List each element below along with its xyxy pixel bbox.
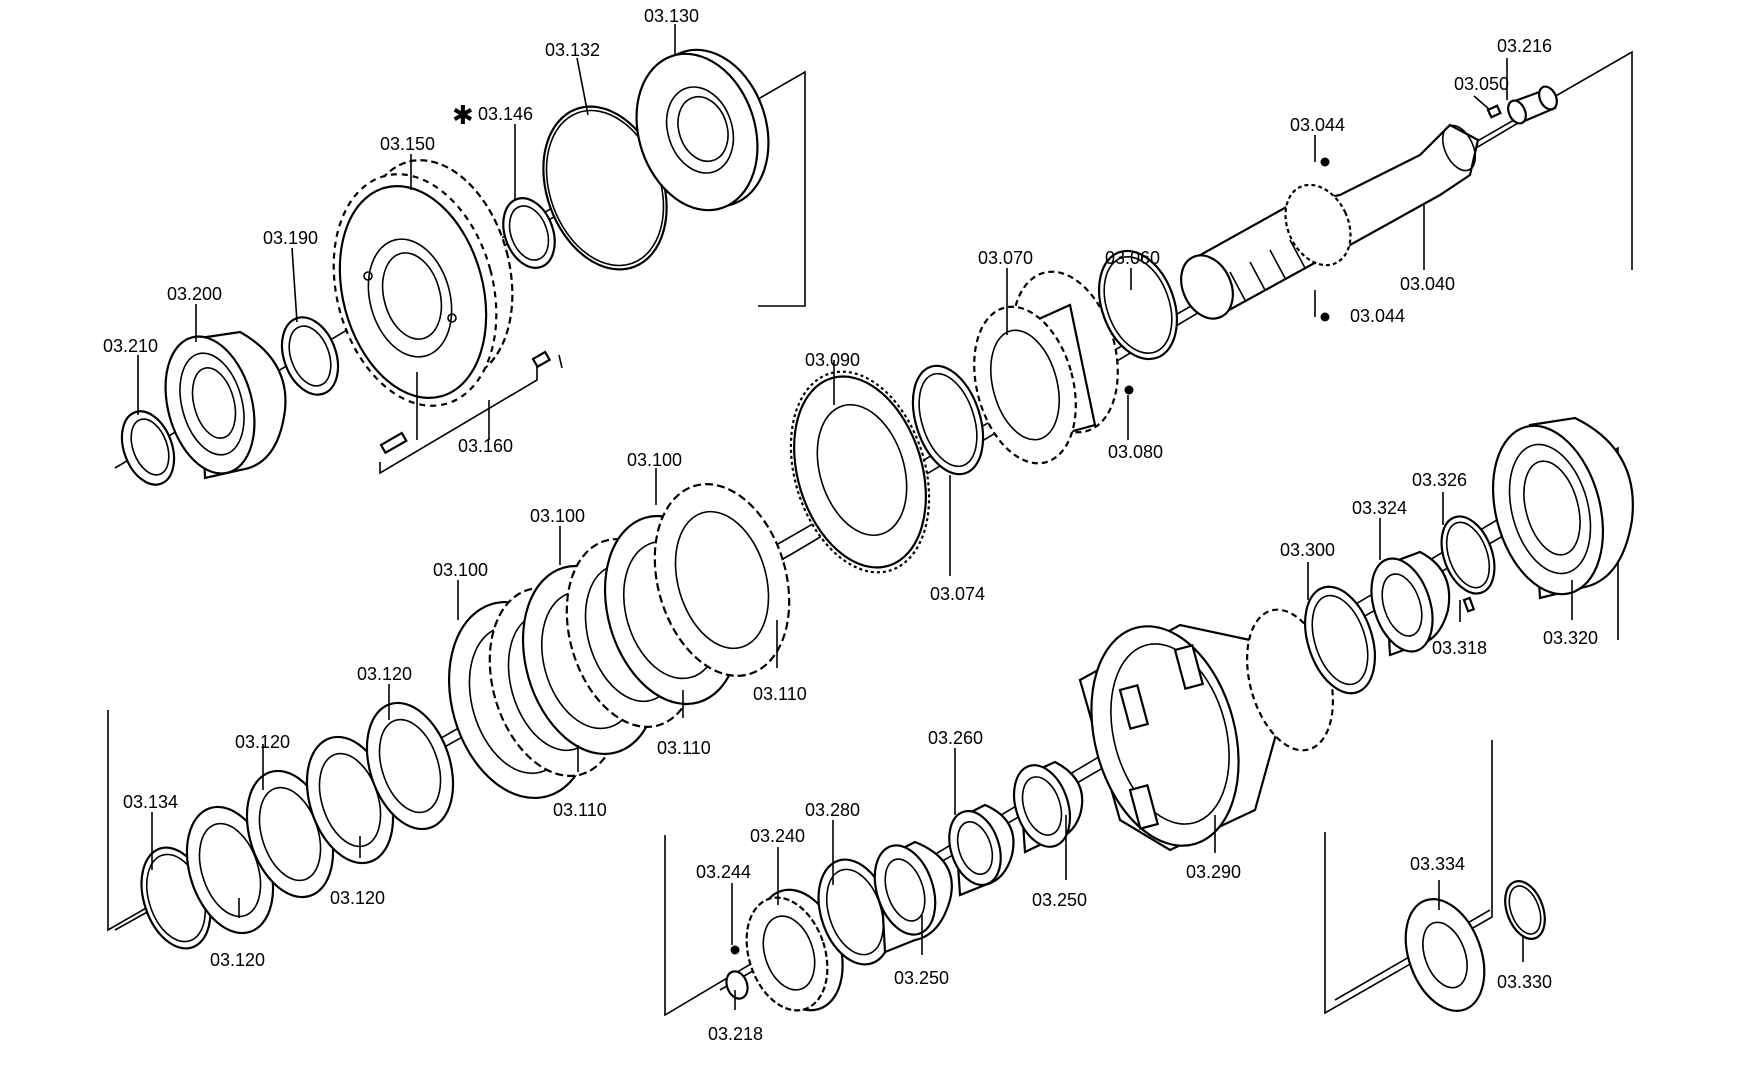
part-03-090-friction-disc [789,370,931,574]
label-03-120-a: 03.120 [357,664,412,684]
label-03-324: 03.324 [1352,498,1407,518]
label-03-080: 03.080 [1108,442,1163,462]
part-03-250-bushing-front [873,840,953,954]
part-03-120-ring-4 [365,701,455,831]
label-03-132: 03.132 [545,40,600,60]
label-03-240: 03.240 [750,826,805,846]
part-03-050-pin [1486,104,1502,119]
part-03-160-fasteners [379,350,563,455]
label-03-318: 03.318 [1432,638,1487,658]
label-03-100-c: 03.100 [433,560,488,580]
label-03-218: 03.218 [708,1024,763,1044]
part-03-216-sleeve [1507,85,1558,125]
part-03-330-snap-ring [1504,880,1546,940]
part-03-290-clutch-drum [1078,608,1334,852]
part-03-130-cover [635,48,770,212]
label-03-326: 03.326 [1412,470,1467,490]
label-03-044-lower: 03.044 [1350,306,1405,326]
label-03-050: 03.050 [1454,74,1509,94]
leader-lines [137,24,1573,1010]
label-03-250-b: 03.250 [894,968,949,988]
part-03-318-pin [1462,596,1476,613]
label-03-120-c: 03.120 [330,888,385,908]
label-03-120-b: 03.120 [235,732,290,752]
part-03-044-lower-marker [1320,312,1330,322]
label-03-260: 03.260 [928,728,983,748]
part-03-040-main-shaft [1180,123,1480,320]
label-03-190: 03.190 [263,228,318,248]
label-03-280: 03.280 [805,800,860,820]
label-03-100-a: 03.100 [627,450,682,470]
part-03-250-bushing-rear [1012,760,1084,854]
label-03-244: 03.244 [696,862,751,882]
part-03-260-bushing [948,803,1015,897]
label-03-110-c: 03.110 [553,800,607,820]
part-03-150-spur-gear [332,159,514,407]
label-03-250-a: 03.250 [1032,890,1087,910]
label-03-150: 03.150 [380,134,435,154]
label-03-074: 03.074 [930,584,985,604]
label-03-090: 03.090 [805,350,860,370]
label-03-290: 03.290 [1186,862,1241,882]
label-03-120-d: 03.120 [210,950,265,970]
part-03-300-ring [1304,585,1376,695]
lower-right-group-frame [1324,740,1493,1015]
part-03-244-marker [730,945,740,955]
part-03-324-bearing [1370,550,1451,657]
part-03-074-ring [911,364,985,476]
part-03-080-pin [1124,385,1134,395]
label-03-134: 03.134 [123,792,178,812]
label-03-330: 03.330 [1497,972,1552,992]
part-03-070-clutch-hub [973,270,1119,465]
part-03-320-roller-bearing [1491,416,1634,600]
label-03-210: 03.210 [103,336,158,356]
star-marker: ✱ [452,100,474,130]
part-03-326-snap-ring [1440,515,1496,595]
label-03-334: 03.334 [1410,854,1465,874]
label-03-320: 03.320 [1543,628,1598,648]
part-03-200-ball-bearing [164,330,287,480]
part-03-334-washer [1404,898,1486,1012]
label-03-040: 03.040 [1400,274,1455,294]
label-03-060: 03.060 [1105,248,1160,268]
label-03-044-upper: 03.044 [1290,115,1345,135]
label-03-146: 03.146 [478,104,533,124]
label-03-200: 03.200 [167,284,222,304]
label-03-160: 03.160 [458,436,513,456]
part-03-146-ring [502,197,556,269]
part-03-210-snap-ring [120,410,176,486]
part-03-110-friction-plate-3 [653,483,791,677]
label-03-100-b: 03.100 [530,506,585,526]
label-03-300: 03.300 [1280,540,1335,560]
fastener-bracket-frame [379,363,538,475]
part-03-218-clip [725,970,749,1000]
part-03-060-snap-ring [1098,249,1178,361]
label-03-110-a: 03.110 [753,684,807,704]
label-03-130: 03.130 [644,6,699,26]
label-03-216: 03.216 [1497,36,1552,56]
part-labels: 03.130 03.132 ✱ 03.146 03.150 03.190 03.… [103,6,1598,1044]
label-03-070: 03.070 [978,248,1033,268]
label-03-110-b: 03.110 [657,738,711,758]
part-03-044-upper-marker [1320,157,1330,167]
